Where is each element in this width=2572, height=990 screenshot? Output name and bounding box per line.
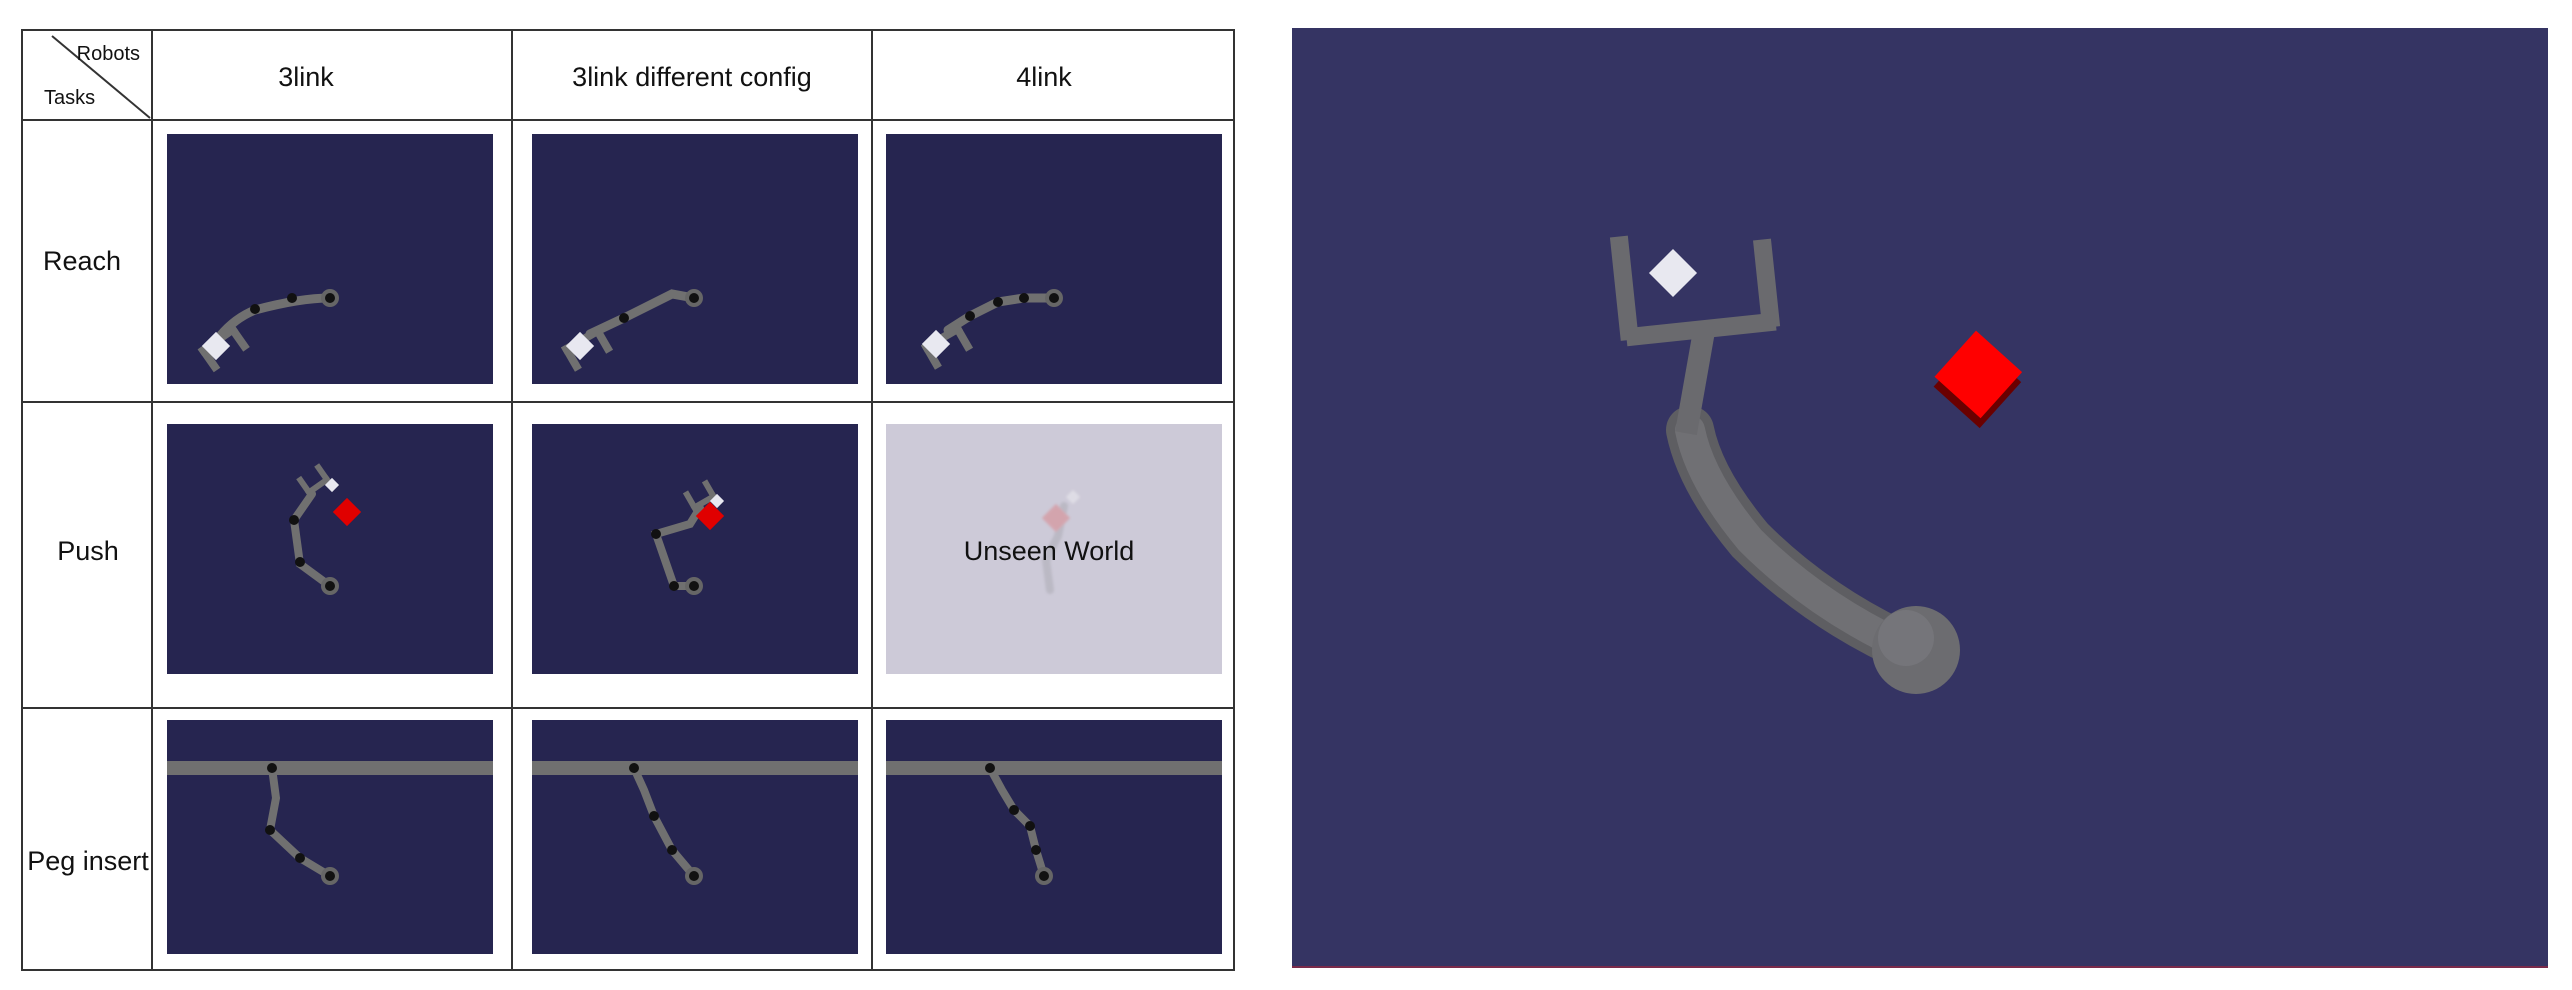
corner-tasks-label: Tasks — [44, 87, 95, 109]
scene-peg-insert-3link — [167, 720, 493, 954]
corner-diagonal — [51, 35, 151, 119]
scene-peg-insert-4link — [886, 720, 1222, 954]
row-label-peg-insert: Peg insert — [27, 846, 149, 876]
column-header-4link: 4link — [1016, 62, 1072, 92]
row-label-push: Push — [57, 536, 119, 566]
scene-reach-3link — [167, 134, 493, 384]
column-header-3link: 3link — [278, 62, 334, 92]
column-header-3link-different-config: 3link different config — [572, 62, 812, 92]
scene-peg-insert-3link-different-config — [532, 720, 858, 954]
scene-push-3link-different-config — [532, 424, 858, 674]
corner-robots-label: Robots — [77, 43, 140, 65]
unseen-world-label: Unseen World — [964, 536, 1135, 566]
large-push-scene — [1292, 28, 2548, 968]
scene-reach-3link-different-config — [532, 134, 858, 384]
scene-push-3link — [167, 424, 493, 674]
row-label-reach: Reach — [43, 246, 121, 276]
scene-reach-4link — [886, 134, 1222, 384]
scene-push-4link-unseen: Unseen World — [886, 424, 1222, 674]
